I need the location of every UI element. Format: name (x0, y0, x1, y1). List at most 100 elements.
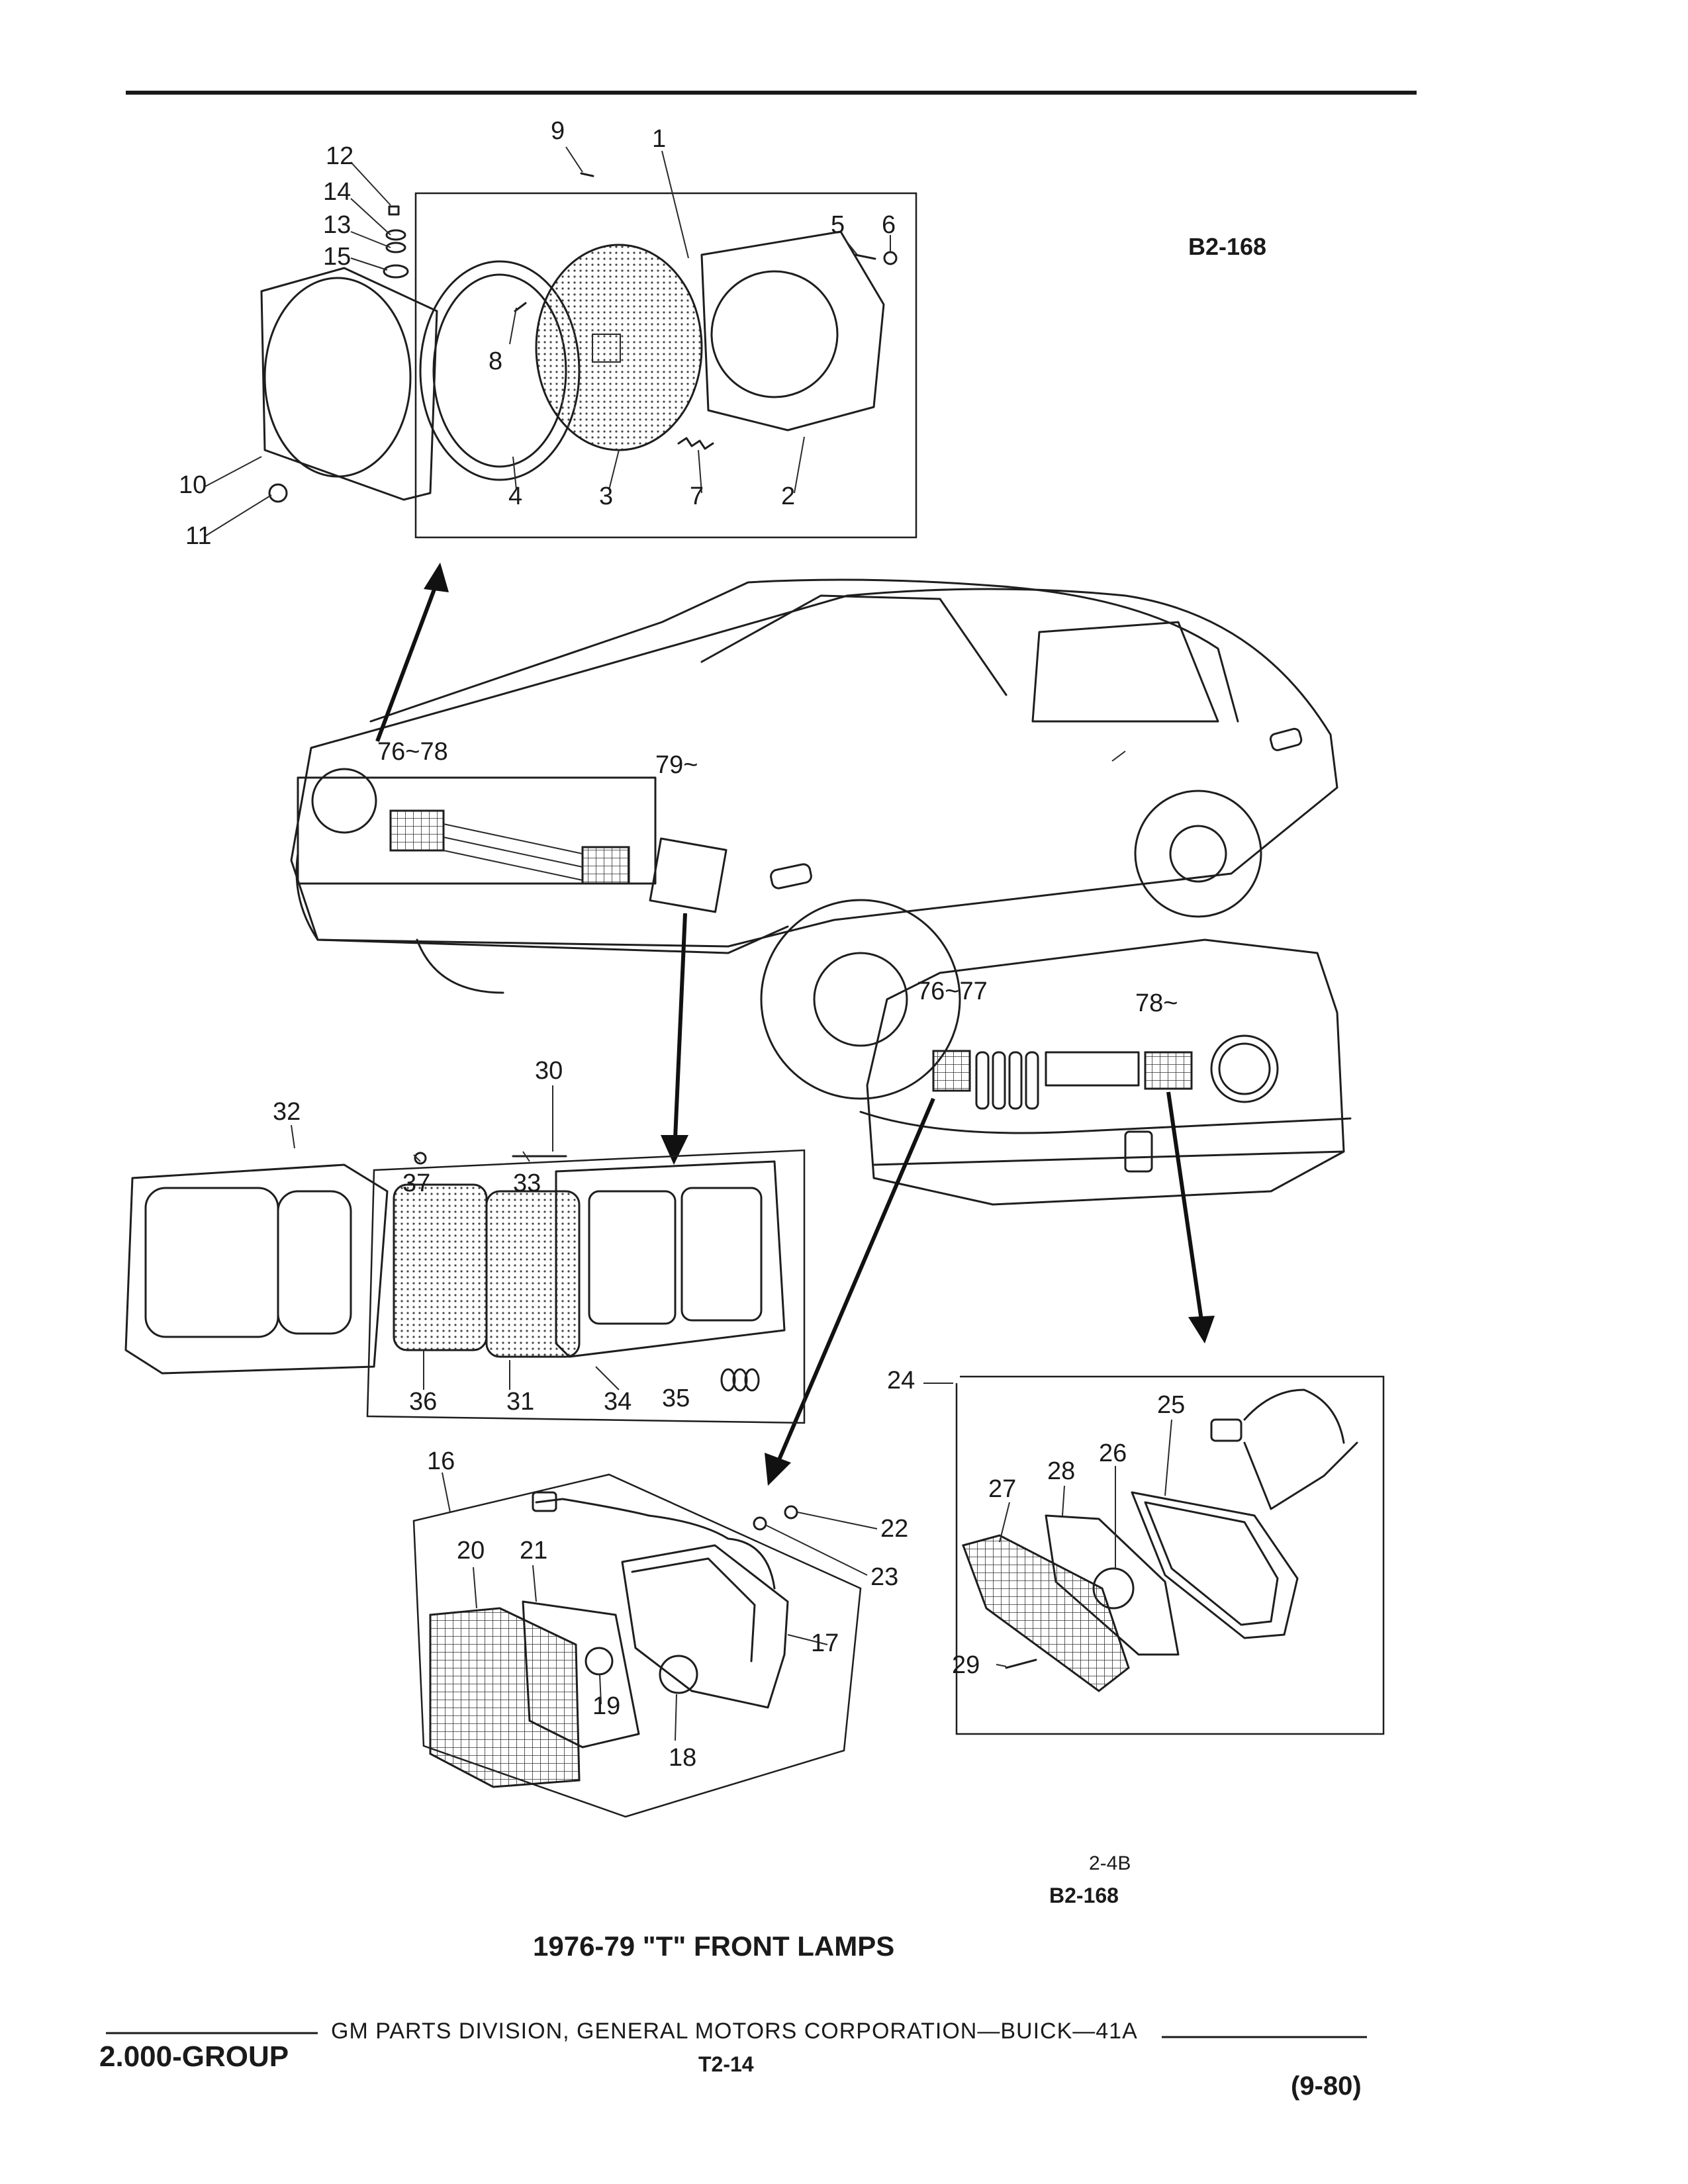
headlamp-leaders (205, 146, 891, 537)
callout-17: 17 (811, 1629, 839, 1657)
turn-group-box (955, 1375, 1385, 1735)
callout-10: 10 (179, 471, 207, 499)
screw-5 (854, 253, 876, 260)
car-coupe-illustration (290, 578, 1338, 1100)
range-79: 79~ (655, 751, 698, 779)
callout-32: 32 (273, 1098, 301, 1126)
callout-4: 4 (508, 482, 522, 510)
callout-5: 5 (831, 211, 845, 239)
callout-25: 25 (1157, 1391, 1185, 1419)
headlamp-group-box (414, 192, 917, 539)
callout-24: 24 (887, 1367, 915, 1394)
footer-group: 2.000-GROUP (99, 2040, 289, 2073)
parking-group-box (412, 1473, 862, 1818)
headlamp-bezel (260, 267, 438, 501)
callout-7: 7 (690, 482, 704, 510)
callout-35: 35 (662, 1385, 690, 1412)
parking-lamp-assembly: 16 20 21 22 23 17 19 18 (412, 1447, 908, 1818)
quad-group-box (366, 1149, 806, 1424)
quad-leaders (291, 1085, 620, 1390)
bulb-18 (659, 1655, 698, 1694)
callout-26: 26 (1099, 1439, 1127, 1467)
parking-housing (621, 1544, 789, 1709)
spring-35 (720, 1368, 760, 1392)
callout-6: 6 (882, 211, 896, 239)
nut-6 (883, 251, 898, 265)
figure-title: 1976-79 "T" FRONT LAMPS (533, 1931, 894, 1962)
screw-8 (514, 302, 527, 312)
callout-12: 12 (326, 142, 353, 170)
mounting-bracket (700, 230, 885, 432)
screw-22 (784, 1505, 798, 1520)
turn-housing (1131, 1491, 1299, 1639)
range-78: 78~ (1135, 989, 1178, 1017)
parking-gasket (522, 1600, 640, 1749)
lamp-unit-36 (393, 1183, 488, 1351)
front-headlamp-round (1210, 1034, 1279, 1103)
turn-leaders (996, 1419, 1172, 1667)
washer-23 (753, 1516, 767, 1531)
callout-9: 9 (551, 117, 565, 145)
callout-19: 19 (592, 1692, 620, 1720)
turn-connector (1210, 1418, 1243, 1442)
range-76-77: 76~77 (917, 978, 988, 1005)
headlamp-assembly: 1 9 12 14 13 15 5 6 8 10 11 4 3 7 2 (179, 117, 917, 550)
rear-side-marker (1269, 727, 1303, 751)
grille-bars (443, 823, 583, 881)
callout-11: 11 (185, 522, 211, 550)
hardware-stack-12-15 (383, 205, 409, 279)
grille-center (581, 846, 630, 885)
footer-publisher: GM PARTS DIVISION, GENERAL MOTORS CORPOR… (331, 2019, 1138, 2044)
callout-37: 37 (402, 1169, 430, 1197)
callout-33: 33 (513, 1169, 541, 1197)
callout-15: 15 (323, 243, 351, 271)
grille-76-77 (932, 1050, 971, 1092)
callout-18: 18 (669, 1744, 696, 1772)
lamp-unit-31 (485, 1190, 581, 1358)
callout-3: 3 (599, 482, 613, 510)
footer-date: (9-80) (1291, 2071, 1362, 2101)
callout-8: 8 (489, 347, 502, 375)
left-headlamp (311, 768, 377, 834)
callout-29: 29 (952, 1651, 980, 1679)
indicator-arrows (375, 563, 1215, 1486)
callout-21: 21 (520, 1537, 547, 1565)
turn-lens (962, 1534, 1130, 1692)
range-76-78: 76~78 (377, 738, 448, 766)
screw-9 (580, 172, 594, 177)
callout-36: 36 (409, 1388, 437, 1416)
callout-20: 20 (457, 1537, 485, 1565)
screw-29 (1005, 1659, 1037, 1669)
sealed-beam-label (592, 334, 621, 363)
callout-27: 27 (988, 1475, 1016, 1503)
ref-code-bottom: B2-168 (1049, 1884, 1119, 1907)
callout-14: 14 (323, 178, 351, 206)
car-front-detail (859, 938, 1352, 1206)
callout-30: 30 (535, 1057, 563, 1085)
quad-headlamp-assembly: 30 32 33 37 36 31 34 35 (124, 1057, 806, 1424)
figure-code: 2-4B (1089, 1852, 1131, 1874)
bracket-opening (710, 270, 839, 398)
callout-1: 1 (652, 125, 666, 153)
grille-78 (1144, 1051, 1193, 1090)
callout-31: 31 (506, 1388, 534, 1416)
spring (677, 437, 714, 450)
callout-2: 2 (781, 482, 795, 510)
quad-bezel (124, 1163, 389, 1375)
callout-16: 16 (427, 1447, 455, 1475)
footer-page: T2-14 (698, 2052, 754, 2076)
sealed-beam-lamp (535, 244, 703, 451)
ref-code-top: B2-168 (1188, 233, 1266, 260)
front-wheel (760, 899, 961, 1100)
mounting-frame (555, 1160, 786, 1358)
parking-leaders (442, 1472, 878, 1741)
clip-11 (268, 483, 288, 503)
bulb-19 (585, 1647, 614, 1676)
turn-wire (1243, 1388, 1358, 1510)
callout-28: 28 (1047, 1457, 1075, 1485)
harness-connector (532, 1491, 557, 1512)
right-headlamp-quad (649, 837, 727, 913)
grille-slats (975, 1051, 1039, 1110)
grille-left (389, 809, 445, 852)
